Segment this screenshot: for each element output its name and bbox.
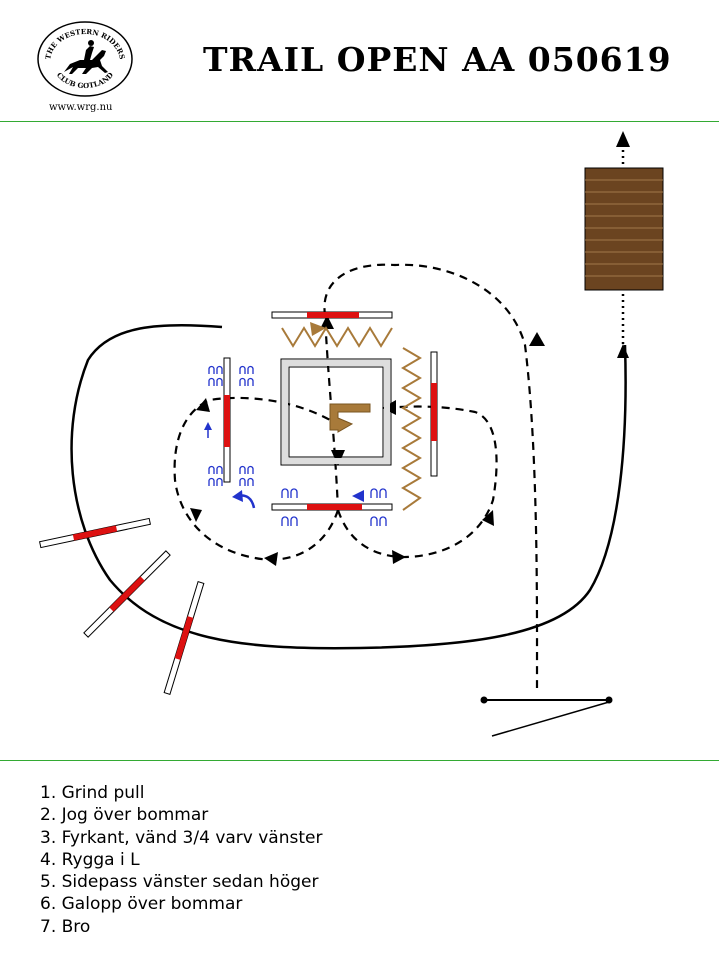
- page-title: TRAIL OPEN AA 050619: [203, 40, 672, 79]
- hoof-print-icon: [370, 488, 387, 498]
- hoof-print-icon: [208, 365, 223, 386]
- gate-obstacle: [480, 696, 613, 737]
- arrow-icon: [352, 490, 364, 502]
- arrow-icon: [529, 332, 545, 346]
- square-obstacle: [280, 358, 392, 466]
- arrow-icon: [190, 508, 202, 522]
- pole-right: [430, 351, 438, 477]
- club-logo: THE WESTERN RIDERS CLUB GOTLAND: [37, 21, 133, 97]
- pole-top: [271, 311, 393, 319]
- arrow-icon: [196, 398, 210, 412]
- jog-route: [323, 263, 539, 689]
- arrow-icon: [482, 510, 494, 526]
- list-item: 3. Fyrkant, vänd 3/4 varv vänster: [40, 827, 323, 848]
- bottom-divider: [0, 760, 719, 761]
- list-item: 7. Bro: [40, 916, 91, 937]
- hoof-print-icon: [208, 465, 223, 486]
- list-item: 6. Galopp över bommar: [40, 894, 243, 915]
- list-item: 5. Sidepass vänster sedan höger: [40, 872, 319, 893]
- arrow-icon: [264, 552, 278, 566]
- list-item: 1. Grind pull: [40, 783, 145, 803]
- figure-eight-left: [173, 396, 340, 561]
- arrow-icon: [320, 315, 334, 329]
- arrow-icon: [392, 550, 406, 564]
- hoof-print-icon: [239, 365, 254, 386]
- website-url[interactable]: www.wrg.nu: [49, 102, 113, 113]
- backing-zigzag-right: [401, 347, 422, 511]
- list-item: 2. Jog över bommar: [40, 805, 209, 826]
- lope-pole-1: [39, 517, 151, 549]
- arrow-icon: [310, 322, 326, 336]
- arrow-icon: [616, 131, 630, 147]
- hoof-print-icon: [370, 516, 387, 526]
- horse-rider-icon: [64, 40, 108, 74]
- lope-pole-3: [163, 581, 205, 695]
- arrow-icon: [232, 490, 243, 502]
- top-divider: [0, 121, 719, 122]
- obstacle-list: 1. Grind pull 2. Jog över bommar 3. Fyrk…: [40, 782, 322, 938]
- backing-zigzag-top: [281, 326, 393, 348]
- hoof-print-icon: [281, 516, 298, 526]
- arrow-icon: [617, 344, 629, 358]
- list-item: 4. Rygga i L: [40, 849, 140, 870]
- turn-arrow-icon: [329, 403, 371, 433]
- lope-pole-2: [83, 550, 171, 638]
- bridge-obstacle: [584, 167, 664, 291]
- trail-course-diagram: [39, 131, 664, 737]
- sidepass-arrows: [204, 422, 364, 509]
- arrow-icon: [204, 422, 212, 430]
- canter-route: [70, 323, 627, 650]
- pole-left: [223, 357, 231, 483]
- hoof-print-icon: [239, 465, 254, 486]
- pole-bottom: [271, 503, 393, 511]
- figure-eight-right: [336, 405, 498, 559]
- hoof-print-icon: [281, 488, 298, 498]
